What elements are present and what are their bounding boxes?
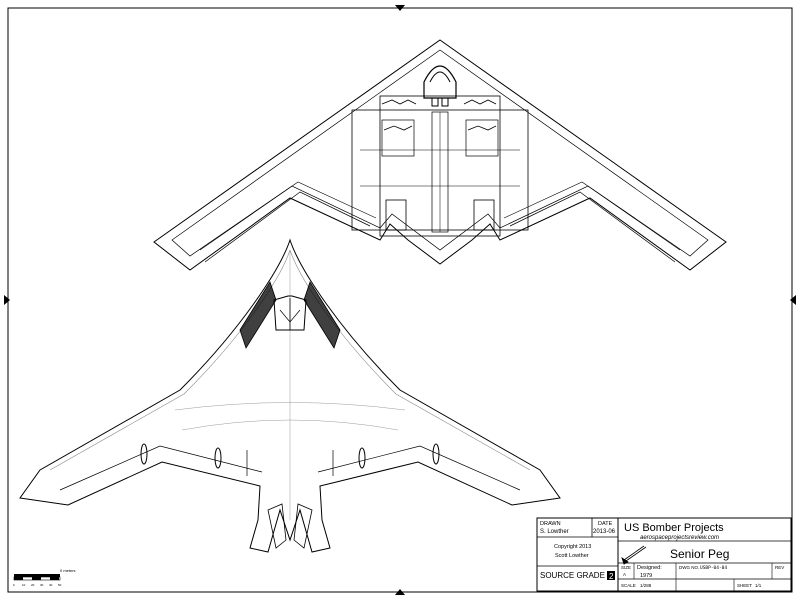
scale-label: SCALE bbox=[621, 583, 636, 588]
date-label: DATE bbox=[598, 521, 613, 527]
scale-tick-label: 50 bbox=[58, 583, 62, 587]
center-mark-left bbox=[4, 295, 10, 305]
title-block bbox=[536, 517, 792, 592]
drawn-by: S. Lowther bbox=[540, 529, 569, 535]
scale-bar: 0 meters bbox=[13, 568, 76, 581]
center-mark-bottom bbox=[395, 589, 405, 595]
scale-value: 1/288 bbox=[640, 583, 652, 588]
designed-label: Designed: bbox=[637, 565, 662, 571]
dwg-value: USBP-04-04 bbox=[700, 565, 727, 571]
rocket-logo-icon bbox=[621, 545, 647, 565]
project-url: aerospaceprojectsreview.com bbox=[640, 535, 719, 541]
scale-tick-label: 40 bbox=[49, 583, 53, 587]
designed-value: 1979 bbox=[640, 573, 652, 579]
project-title: US Bomber Projects bbox=[624, 522, 724, 534]
drawn-label: DRAWN bbox=[540, 521, 561, 527]
dwg-label: DWG NO. bbox=[679, 565, 699, 570]
center-mark-top bbox=[395, 5, 405, 11]
size-value: A bbox=[623, 572, 626, 577]
scale-tick-label: 20 bbox=[31, 583, 35, 587]
title-block-text: DRAWN S. Lowther DATE 2013-06 Copyright … bbox=[540, 521, 784, 588]
scale-tick-label: 0 bbox=[13, 583, 15, 587]
scale-tick-label: 30 bbox=[40, 583, 44, 587]
drawing-title: Senior Peg bbox=[670, 547, 729, 561]
plan-view-underside bbox=[153, 39, 727, 271]
source-grade-label: SOURCE GRADE bbox=[540, 571, 605, 580]
scale-bar-label: 0 meters bbox=[60, 568, 76, 573]
sheet-value: 1/1 bbox=[755, 583, 762, 588]
scale-tick-label: 10 bbox=[22, 583, 26, 587]
sheet-label: SHEET bbox=[737, 583, 752, 588]
rev-label: REV bbox=[775, 565, 784, 570]
copyright-line-1: Copyright 2013 bbox=[554, 544, 591, 550]
copyright-line-2: Scott Lowther bbox=[555, 553, 589, 559]
plan-view-top bbox=[19, 238, 561, 553]
source-grade-value: 2 bbox=[609, 572, 614, 581]
source-grade-box bbox=[607, 571, 615, 580]
date-value: 2013-06 bbox=[593, 529, 616, 535]
size-label: SIZE bbox=[621, 565, 631, 570]
center-mark-right bbox=[790, 295, 796, 305]
